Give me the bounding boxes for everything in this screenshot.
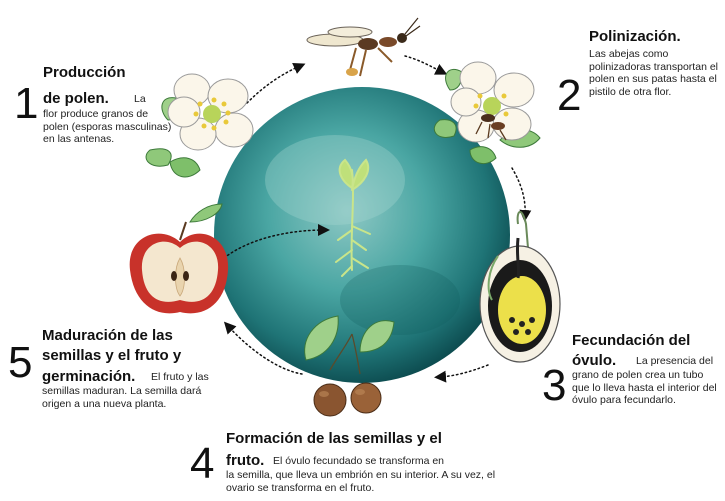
step-body: grano de polen crea un tubo que lo lleva… (572, 369, 717, 406)
step-title: semillas y el fruto y (42, 347, 182, 364)
flower-icon (145, 73, 254, 178)
step-title: de polen. (43, 90, 109, 107)
step-body: El fruto y las (151, 371, 209, 383)
step-title: Polinización. (589, 28, 681, 45)
apple-half-icon (129, 203, 229, 314)
cycle-arrows (223, 55, 532, 383)
step-title: fruto. (226, 452, 265, 469)
step-number: 4 (190, 439, 215, 488)
step-body: flor produce granos de polen (esporas ma… (43, 108, 172, 145)
step-number: 2 (557, 71, 582, 120)
step-number: 1 (14, 79, 39, 128)
step-body: semillas maduran. La semilla dará origen… (42, 385, 202, 410)
fruits-icon (304, 315, 395, 417)
step-body: La presencia del (636, 355, 714, 367)
step-body: la semilla, que lleva un embrión en su i… (226, 469, 496, 494)
step-title: óvulo. (572, 352, 617, 369)
step-body: La (134, 93, 146, 105)
ovule-section-icon (479, 211, 561, 363)
central-sphere (214, 87, 510, 383)
step-title: germinación. (42, 368, 136, 385)
step-body: El óvulo fecundado se transforma en (273, 455, 445, 467)
seedling-icon (335, 158, 371, 277)
step-number: 3 (542, 361, 567, 410)
flower-with-bee-icon (433, 61, 541, 165)
step-title: Formación de las semillas y el (226, 430, 442, 447)
bee-icon (306, 17, 421, 77)
step-title: Maduración de las (42, 327, 173, 344)
step-number: 5 (8, 338, 33, 387)
step-title: Producción (43, 64, 126, 81)
step-body: Las abejas como polinizadoras transporta… (589, 48, 718, 98)
step-title: Fecundación del (572, 332, 691, 349)
